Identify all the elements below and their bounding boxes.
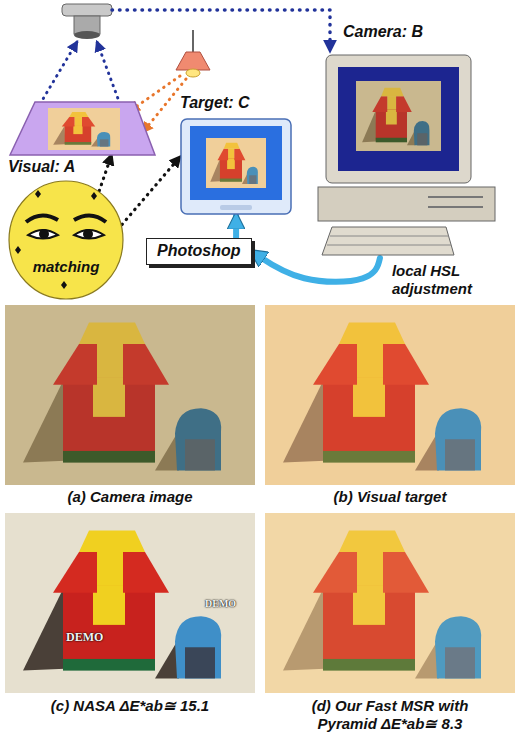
lamp [176, 30, 210, 77]
capture-line [112, 10, 330, 51]
illustration-part [322, 227, 454, 255]
observer-face-drawing [8, 180, 124, 300]
illustration-part [39, 229, 49, 239]
image-caption: (d) Our Fast MSR with Pyramid ΔE*ab≅ 8.3 [290, 697, 490, 733]
illustration-part [220, 205, 252, 210]
illustration-part [61, 281, 67, 289]
illustration-part [326, 55, 471, 183]
target-monitor: Target: C [180, 118, 292, 215]
camera-computer: Camera: B [318, 55, 495, 258]
image-caption: (c) NASA ΔE*ab≅ 15.1 [5, 697, 255, 715]
watermark: DEMO [205, 598, 245, 610]
node-label: Target: C [180, 94, 292, 112]
node-label: matching [8, 258, 124, 275]
arrow-label: local HSL adjustment [392, 262, 492, 298]
process-box: Photoshop [146, 238, 252, 265]
illustration-part [330, 236, 449, 237]
capture-line [40, 42, 77, 104]
illustration-part [338, 67, 459, 171]
illustration-part [428, 206, 483, 208]
illustration-part [74, 230, 104, 239]
illustration-part [176, 52, 210, 70]
table-scene-drawing [10, 100, 155, 155]
illustration-part [35, 190, 41, 198]
illustration-part [91, 192, 97, 200]
flow-arrow [252, 252, 380, 282]
flow-arrow [122, 157, 180, 225]
flow-arrow [99, 155, 111, 191]
illustration-part [356, 81, 441, 151]
illustration-part [83, 229, 93, 239]
illustration-part [190, 126, 282, 200]
nasa-photo [5, 513, 255, 693]
camera-photo [5, 305, 255, 485]
illustration-part [9, 181, 123, 299]
illustration-part [48, 108, 120, 150]
illustration-part [186, 69, 200, 77]
table-scene: Visual: A [10, 100, 155, 155]
illustration-part [192, 30, 194, 52]
watermark: DEMO [66, 630, 110, 644]
image-caption: (b) Visual target [265, 488, 515, 506]
illustration-part [10, 102, 155, 155]
camera-computer-drawing [318, 55, 495, 258]
node-label: Camera: B [343, 23, 519, 41]
observer-face: matching [8, 180, 124, 300]
illustration-part [74, 215, 106, 222]
illustration-part [428, 196, 483, 198]
node-label: Photoshop [157, 242, 261, 260]
illustration-part [28, 230, 58, 239]
flow-arrow [233, 215, 239, 238]
target-monitor-drawing [180, 118, 292, 215]
camera-projector [62, 4, 112, 39]
node-label: Visual: A [8, 158, 153, 176]
illustration-part [15, 246, 21, 254]
illustration-part [327, 245, 451, 246]
msr-photo [265, 513, 515, 693]
illustration-part [318, 187, 495, 221]
illustration-part [62, 4, 112, 16]
illustration-part [181, 119, 291, 214]
image-caption: (a) Camera image [5, 488, 255, 506]
illustration-part [206, 138, 266, 188]
illustration-part [26, 215, 58, 222]
target-photo [265, 305, 515, 485]
capture-line [97, 42, 120, 104]
light-ray [143, 79, 186, 132]
illustration-part [74, 31, 100, 39]
